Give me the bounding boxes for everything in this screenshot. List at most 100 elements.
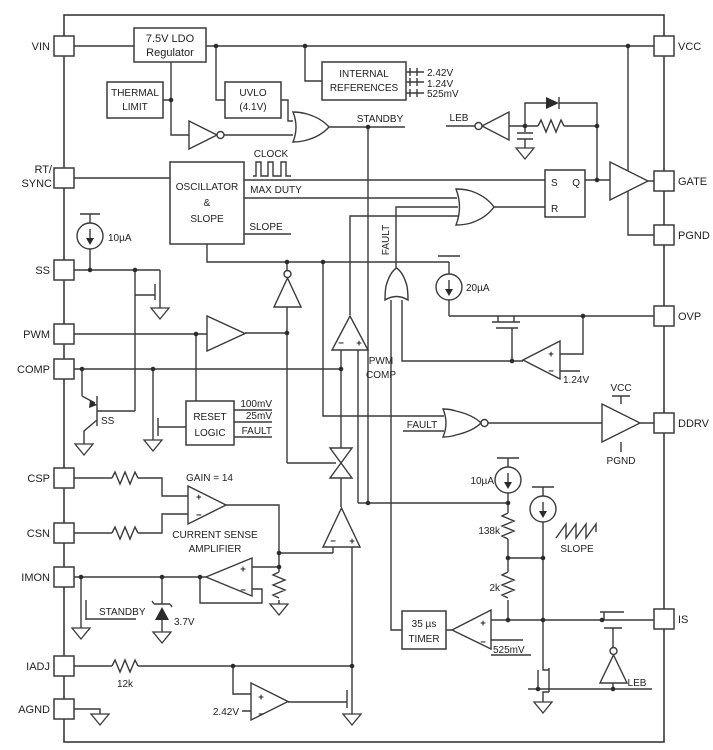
iadj-opamp-minus: − bbox=[258, 709, 264, 720]
csa-amplifier-icon bbox=[187, 484, 228, 526]
pin-iadj bbox=[53, 655, 75, 677]
pin-label-gate: GATE bbox=[678, 176, 707, 188]
osc-label-1: OSCILLATOR bbox=[176, 182, 238, 193]
imon-opamp-icon bbox=[204, 556, 253, 598]
pin-comp bbox=[53, 358, 75, 380]
nor-gate-fault-icon bbox=[441, 408, 482, 438]
pin-ovp bbox=[653, 305, 675, 327]
imon-plus: + bbox=[240, 564, 246, 575]
resistor-12k-label: 12k bbox=[117, 679, 134, 690]
uvlo-label-2: (4.1V) bbox=[239, 102, 266, 113]
pin-label-iadj: IADJ bbox=[26, 661, 50, 673]
bubble-icon bbox=[283, 269, 292, 279]
ldo-regulator-block bbox=[133, 27, 207, 63]
intref-label-1: INTERNAL bbox=[339, 69, 389, 80]
pin-label-ddrv: DDRV bbox=[678, 418, 710, 430]
reset-fault-label: FAULT bbox=[242, 426, 272, 437]
pin-ddrv bbox=[653, 412, 675, 434]
sr-latch-block bbox=[544, 169, 586, 218]
slope-osc-label: SLOPE bbox=[249, 222, 283, 233]
pin-gate bbox=[653, 170, 675, 192]
ldo-label-1: 7.5V LDO bbox=[146, 33, 195, 45]
max-duty-label: MAX DUTY bbox=[250, 185, 302, 196]
timer-block bbox=[401, 610, 447, 650]
inverter-leb-icon bbox=[480, 110, 510, 142]
resistor-138k-label: 138k bbox=[478, 526, 501, 537]
pwm-comp-plus: + bbox=[356, 338, 362, 349]
pin-label-pwm: PWM bbox=[23, 329, 50, 341]
multiplier-bowtie-icon bbox=[328, 447, 354, 479]
schmitt-buffer-icon bbox=[206, 314, 247, 353]
right-pins bbox=[653, 35, 675, 630]
pin-label-ovp: OVP bbox=[678, 311, 701, 323]
thermal-limit-block bbox=[106, 81, 164, 119]
current-limit-comparator-icon bbox=[321, 506, 362, 548]
pin-label-sync: SYNC bbox=[21, 178, 52, 190]
ovp-comparator-icon bbox=[521, 339, 561, 381]
left-pins bbox=[53, 35, 75, 720]
zener-label: 3.7V bbox=[174, 617, 195, 628]
ovp-comp-plus: + bbox=[548, 349, 554, 360]
resistor-2k-label: 2k bbox=[489, 583, 501, 594]
ddrv-buffer-icon bbox=[601, 402, 642, 444]
pin-vin bbox=[53, 35, 75, 57]
timer-comp-minus: − bbox=[480, 637, 486, 648]
pwm-comparator-icon bbox=[330, 314, 370, 351]
uvlo-label-1: UVLO bbox=[239, 88, 266, 99]
fault-nor-label: FAULT bbox=[407, 420, 437, 431]
csa-label-1: CURRENT SENSE bbox=[172, 530, 258, 541]
sr-s-label: S bbox=[551, 178, 558, 189]
pin-label-agnd: AGND bbox=[18, 704, 50, 716]
or-gate-standby-icon bbox=[291, 111, 330, 143]
cl-comp-minus: − bbox=[330, 536, 336, 547]
pin-csp bbox=[53, 467, 75, 489]
ovp-comp-minus: − bbox=[548, 366, 554, 377]
slope-wave-label: SLOPE bbox=[560, 544, 594, 555]
csa-plus: + bbox=[196, 492, 202, 503]
or-gate-reset-icon bbox=[454, 188, 495, 226]
intref-label-2: REFERENCES bbox=[330, 83, 399, 94]
wires bbox=[74, 45, 654, 714]
pwm-comp-label-1: PWM bbox=[369, 356, 393, 367]
gate-driver-buffer-icon bbox=[609, 160, 650, 202]
timer-comp-plus: + bbox=[480, 618, 486, 629]
pin-label-vcc: VCC bbox=[678, 41, 701, 53]
oscillator-block bbox=[169, 161, 245, 245]
ovp-ref-label: 1.24V bbox=[563, 375, 589, 386]
timer-label-2: TIMER bbox=[408, 634, 439, 645]
bubble-icon bbox=[480, 418, 489, 428]
imon-minus: − bbox=[240, 585, 246, 596]
reset-label-1: RESET bbox=[193, 412, 226, 423]
standby-signal-label: STANDBY bbox=[357, 114, 404, 125]
drv-vcc-label: VCC bbox=[610, 383, 631, 394]
uvlo-block bbox=[224, 81, 282, 119]
timer-comparator-icon bbox=[450, 608, 492, 651]
pin-label-ss: SS bbox=[35, 265, 50, 277]
pin-is bbox=[653, 608, 675, 630]
pin-agnd bbox=[53, 698, 75, 720]
pwm-comp-label-2: COMP bbox=[366, 370, 396, 381]
pin-label-is: IS bbox=[678, 614, 688, 626]
pin-imon bbox=[53, 566, 75, 588]
current-10ua-ss-label: 10µA bbox=[108, 233, 132, 244]
pwm-comp-minus: − bbox=[338, 338, 344, 349]
or-gate-fault-icon bbox=[384, 267, 409, 302]
current-source-arrow-shafts bbox=[89, 229, 544, 512]
pin-pgnd bbox=[653, 224, 675, 246]
pin-label-vin: VIN bbox=[32, 41, 50, 53]
pin-label-csp: CSP bbox=[27, 473, 50, 485]
leb-top-label: LEB bbox=[450, 113, 469, 124]
ref-525-label: 525mV bbox=[427, 89, 459, 100]
reset-logic-block bbox=[185, 400, 235, 446]
ldo-label-2: Regulator bbox=[146, 47, 194, 59]
bubble-icon bbox=[609, 646, 618, 656]
leb-bottom-label: LEB bbox=[628, 678, 647, 689]
iadj-ref-242-label: 2.42V bbox=[213, 707, 239, 718]
reset-label-2: LOGIC bbox=[194, 428, 225, 439]
inverter-ldo-icon bbox=[188, 119, 219, 151]
current-20ua-label: 20µA bbox=[466, 283, 490, 294]
timer-ref-525-label: 525mV bbox=[493, 645, 525, 656]
thermal-label-1: THERMAL bbox=[111, 88, 159, 99]
